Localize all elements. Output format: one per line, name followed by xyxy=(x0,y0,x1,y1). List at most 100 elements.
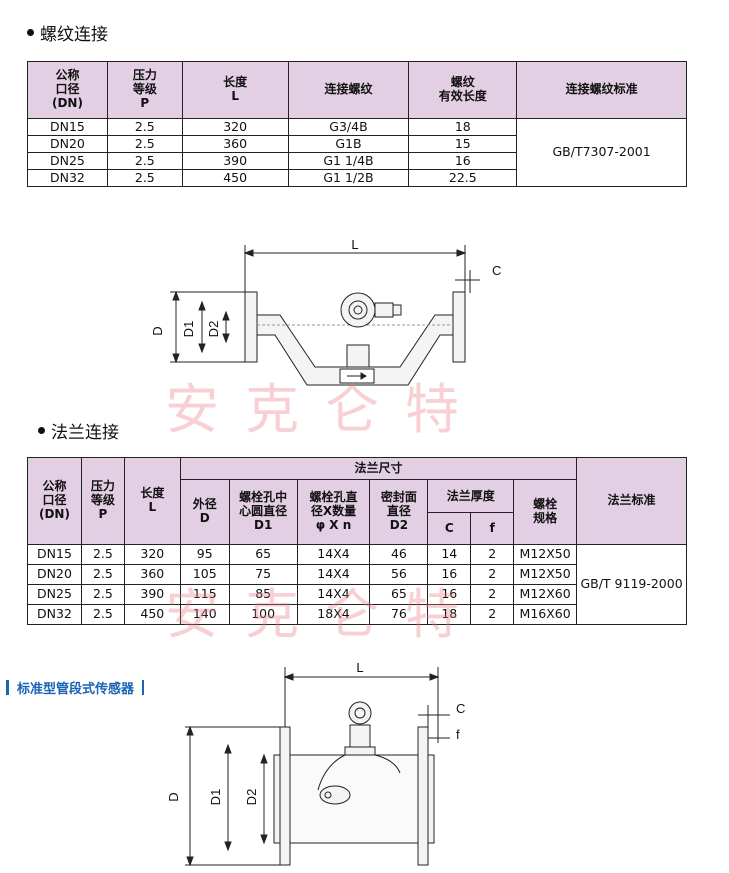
dim-label-f: f xyxy=(456,727,460,742)
cell: 75 xyxy=(228,564,298,585)
sensor-section-heading: 标准型管段式传感器 xyxy=(6,678,145,697)
flanged-sensor-diagram: L C f D D1 D2 xyxy=(166,660,465,867)
table-row: DN15 2.5 320 95 65 14X4 46 14 2 M12X50 G… xyxy=(27,544,687,625)
cell: 18 xyxy=(408,118,518,136)
cell: 320 xyxy=(123,544,181,565)
cell: 2.5 xyxy=(106,118,183,136)
header-flange-size: 法兰尺寸 xyxy=(179,457,578,480)
bullet-icon xyxy=(38,427,45,434)
header-length: 长度 L xyxy=(123,457,181,545)
cell: 105 xyxy=(179,564,230,585)
header-flange-thickness: 法兰厚度 C f xyxy=(427,479,515,545)
cell: DN32 xyxy=(27,169,108,187)
thread-header-row: 公称 口径 (DN) 压力 等级 P 长度 L 连接螺纹 螺纹 有效长度 连接螺… xyxy=(27,61,687,119)
heading-bar-icon xyxy=(6,680,9,695)
cell: 65 xyxy=(228,544,298,565)
dim-label-L: L xyxy=(356,660,363,675)
cell: 2.5 xyxy=(80,584,125,605)
dim-label-D1: D1 xyxy=(208,789,223,806)
cell: 2 xyxy=(470,604,515,625)
cell: 2.5 xyxy=(106,169,183,187)
cell: 2.5 xyxy=(106,152,183,170)
header-length: 长度 L xyxy=(181,61,289,119)
cell: DN15 xyxy=(27,118,108,136)
cell: 18X4 xyxy=(296,604,371,625)
header-outer-diameter: 外径 D xyxy=(179,479,230,545)
header-seal-diameter: 密封面 直径 D2 xyxy=(369,479,429,545)
cell: G1 1/2B xyxy=(287,169,410,187)
thread-spec-table: 公称 口径 (DN) 压力 等级 P 长度 L 连接螺纹 螺纹 有效长度 连接螺… xyxy=(27,61,687,187)
header-thread: 连接螺纹 xyxy=(287,61,410,119)
dim-label-D2: D2 xyxy=(244,789,259,806)
header-pressure: 压力 等级 P xyxy=(106,61,183,119)
header-flange-standard: 法兰标准 xyxy=(576,457,687,545)
cell: 95 xyxy=(179,544,230,565)
thread-sensor-diagram: L C D D1 D2 xyxy=(150,237,501,386)
cell: 2.5 xyxy=(106,135,183,153)
bullet-icon xyxy=(27,29,34,36)
dim-label-D1: D1 xyxy=(181,321,196,338)
cell: M12X50 xyxy=(513,544,578,565)
cell: 2.5 xyxy=(80,544,125,565)
flange-standard-cell: GB/T 9119-2000 xyxy=(576,544,687,625)
cell: DN20 xyxy=(27,564,82,585)
cell: 16 xyxy=(427,584,472,605)
table-row: DN15 2.5 320 G3/4B 18 GB/T7307-2001 xyxy=(27,118,687,187)
cell: G1B xyxy=(287,135,410,153)
cell: 2.5 xyxy=(80,604,125,625)
cell: 14X4 xyxy=(296,564,371,585)
cell: DN32 xyxy=(27,604,82,625)
dim-label-D: D xyxy=(150,326,165,335)
header-bolt-holes: 螺栓孔直 径X数量 φ X n xyxy=(296,479,371,545)
cell: 76 xyxy=(369,604,429,625)
cell: DN15 xyxy=(27,544,82,565)
flange-spec-table: 公称 口径 (DN) 压力 等级 P 长度 L 法兰尺寸 法兰标准 外径 D 螺… xyxy=(27,457,687,625)
cell: 15 xyxy=(408,135,518,153)
cell: 450 xyxy=(181,169,289,187)
cell: 14X4 xyxy=(296,544,371,565)
cell: 140 xyxy=(179,604,230,625)
dim-label-C: C xyxy=(492,263,501,278)
dim-label-D2: D2 xyxy=(206,321,221,338)
cell: G1 1/4B xyxy=(287,152,410,170)
cell: 2 xyxy=(470,544,515,565)
header-thread-length: 螺纹 有效长度 xyxy=(408,61,518,119)
dim-label-D: D xyxy=(166,792,181,801)
cell: 450 xyxy=(123,604,181,625)
cell: 85 xyxy=(228,584,298,605)
thread-section-title: 螺纹连接 xyxy=(27,20,108,45)
cell: 2.5 xyxy=(80,564,125,585)
cell: M12X50 xyxy=(513,564,578,585)
cell: 46 xyxy=(369,544,429,565)
cell: 56 xyxy=(369,564,429,585)
cell: 390 xyxy=(123,584,181,605)
cell: 390 xyxy=(181,152,289,170)
header-dn: 公称 口径 (DN) xyxy=(27,457,82,545)
cell: 16 xyxy=(427,564,472,585)
header-thread-standard: 连接螺纹标准 xyxy=(516,61,687,119)
cell: 320 xyxy=(181,118,289,136)
table-row: DN20 2.5 360 G1B 15 xyxy=(27,135,687,153)
cell: 18 xyxy=(427,604,472,625)
cell: 16 xyxy=(408,152,518,170)
flange-header-row-2: 外径 D 螺栓孔中 心圆直径 D1 螺栓孔直 径X数量 φ X n 密封面 直径… xyxy=(28,479,687,545)
cell: 360 xyxy=(181,135,289,153)
table-row: DN20 2.5 360 105 75 14X4 56 16 2 M12X50 xyxy=(27,564,687,585)
header-dn: 公称 口径 (DN) xyxy=(27,61,108,119)
table-row: DN32 2.5 450 140 100 18X4 76 18 2 M16X60 xyxy=(27,604,687,625)
cell: 100 xyxy=(228,604,298,625)
cell: G3/4B xyxy=(287,118,410,136)
cell: 65 xyxy=(369,584,429,605)
flange-header-row-1: 公称 口径 (DN) 压力 等级 P 长度 L 法兰尺寸 法兰标准 xyxy=(27,457,687,545)
flange-section-title: 法兰连接 xyxy=(38,418,119,443)
cell: 360 xyxy=(123,564,181,585)
heading-bar-icon xyxy=(142,680,145,695)
cell: DN25 xyxy=(27,584,82,605)
cell: DN25 xyxy=(27,152,108,170)
cell: 14X4 xyxy=(296,584,371,605)
thread-standard-cell: GB/T7307-2001 xyxy=(516,118,687,187)
cell: 115 xyxy=(179,584,230,605)
cell: M12X60 xyxy=(513,584,578,605)
cell: 14 xyxy=(427,544,472,565)
header-bolt-spec: 螺栓 规格 xyxy=(513,479,578,545)
